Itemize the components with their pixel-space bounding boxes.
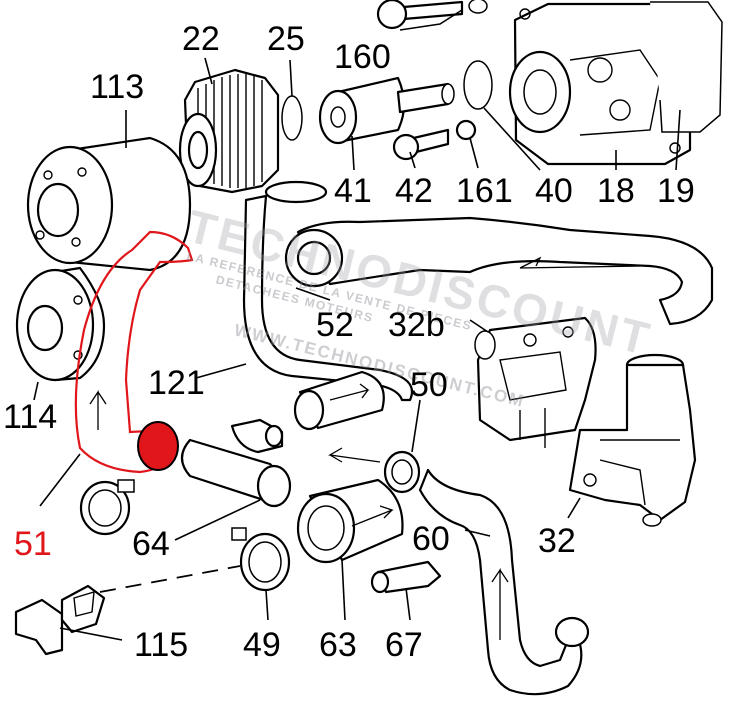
- part-22-toothed-pulley: [178, 68, 280, 194]
- part-64-elbow-hose: [180, 418, 292, 508]
- part-41-shaft: [318, 76, 455, 145]
- part-160-bolt: [376, 0, 488, 30]
- part-19-gasket: [650, 1, 723, 133]
- callout-32: 32: [538, 522, 576, 560]
- part-49-clamp: [231, 527, 291, 592]
- part-50-small-hose: [293, 370, 385, 431]
- part-42-bolt: [392, 128, 450, 161]
- part-63-straight-hose: [296, 478, 404, 564]
- part-67-clip: [370, 560, 442, 594]
- part-25-o-ring: [281, 95, 303, 141]
- part-161-washer: [455, 119, 477, 141]
- callout-25: 25: [267, 20, 305, 58]
- callout-32b: 32b: [388, 306, 445, 344]
- callouts: 22 25 160 113 41 42 161 40 18 19 52 32b …: [3, 20, 695, 664]
- callout-64: 64: [132, 525, 170, 563]
- part-113-hub: [26, 136, 192, 272]
- part-52-upper-hose: [284, 216, 714, 326]
- callout-60: 60: [412, 520, 450, 558]
- callout-63: 63: [319, 626, 357, 664]
- callout-114: 114: [3, 398, 57, 436]
- callout-160: 160: [334, 38, 391, 76]
- callout-42: 42: [395, 172, 433, 210]
- callout-113: 113: [90, 68, 144, 106]
- part-51-clamp: [79, 479, 135, 536]
- callout-67: 67: [385, 626, 423, 664]
- callout-121: 121: [148, 364, 205, 402]
- callout-41: 41: [334, 172, 372, 210]
- callout-115: 115: [134, 626, 188, 664]
- flow-arrow: [328, 447, 381, 463]
- assembly-dash-line: [99, 565, 241, 593]
- part-115-bracket: [14, 584, 106, 656]
- part-32b-thermostat: [474, 316, 597, 448]
- part-60-lower-hose: [418, 468, 590, 696]
- part-114-pulley: [15, 266, 106, 382]
- callout-49: 49: [243, 626, 281, 664]
- part-50-clamp: [383, 450, 421, 494]
- callout-52: 52: [316, 306, 354, 344]
- part-51-hose-highlighted: [74, 230, 194, 474]
- callout-51: 51: [14, 525, 52, 563]
- callout-19: 19: [657, 172, 695, 210]
- callout-50: 50: [410, 366, 448, 404]
- part-32-thermostat-housing: [568, 353, 697, 527]
- part-40-gasket: [463, 60, 493, 110]
- part-121-pipe: [242, 180, 413, 402]
- callout-22: 22: [182, 20, 220, 58]
- callout-18: 18: [597, 172, 635, 210]
- leader-lines: [33, 9, 681, 641]
- callout-161: 161: [456, 172, 513, 210]
- callout-40: 40: [535, 172, 573, 210]
- part-18-water-pump: [508, 2, 692, 166]
